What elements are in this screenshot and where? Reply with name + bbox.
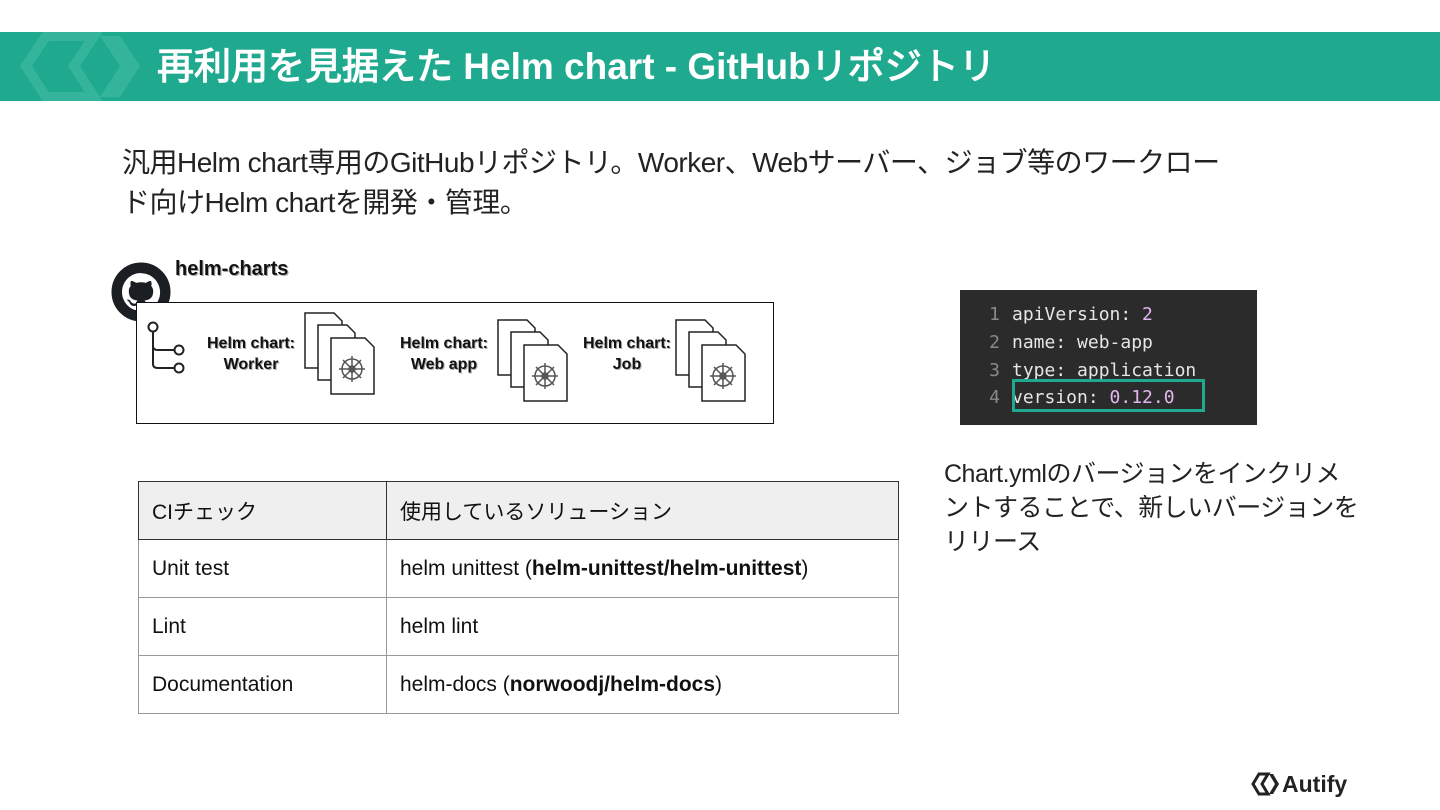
release-note: Chart.ymlのバージョンをインクリメントすることで、新しいバージョンをリリ… bbox=[944, 460, 1359, 556]
autify-logo-icon bbox=[1251, 772, 1279, 796]
branch-icon bbox=[147, 321, 185, 374]
repo-link: helm-unittest/helm-unittest bbox=[531, 556, 802, 580]
header-ci-check: CIチェック bbox=[138, 481, 387, 540]
helm-files-icon bbox=[497, 319, 568, 402]
repo-box bbox=[136, 302, 774, 424]
ci-check-cell: Documentation bbox=[138, 655, 387, 714]
ci-check-cell: Lint bbox=[138, 597, 387, 656]
intro-line-2: ド向けHelm chartを開発・管理。 bbox=[122, 187, 528, 218]
table-row: Unit test helm unittest (helm-unittest/h… bbox=[138, 539, 899, 598]
helm-files-icon bbox=[675, 319, 746, 402]
ci-table: CIチェック 使用しているソリューション Unit test helm unit… bbox=[138, 481, 899, 714]
header-solution: 使用しているソリューション bbox=[386, 481, 899, 540]
chart-label-job: Helm chart:Job bbox=[582, 335, 672, 373]
slide-title: 再利用を見据えた Helm chart - GitHubリポジトリ bbox=[157, 46, 996, 87]
version-highlight-box bbox=[1012, 379, 1205, 412]
helm-files-icon bbox=[304, 312, 375, 395]
repo-link: norwoodj/helm-docs bbox=[509, 672, 716, 696]
solution-cell: helm unittest (helm-unittest/helm-unitte… bbox=[386, 539, 899, 598]
chevron-decoration-icon bbox=[20, 32, 140, 101]
chart-label-worker: Helm chart:Worker bbox=[206, 335, 296, 373]
table-header-row: CIチェック 使用しているソリューション bbox=[138, 481, 899, 540]
solution-cell: helm-docs (norwoodj/helm-docs) bbox=[386, 655, 899, 714]
intro-text: 汎用Helm chart専用のGitHubリポジトリ。Worker、Webサーバ… bbox=[122, 143, 1322, 223]
table-row: Lint helm lint bbox=[138, 597, 899, 656]
solution-cell: helm lint bbox=[386, 597, 899, 656]
ci-check-cell: Unit test bbox=[138, 539, 387, 598]
table-row: Documentation helm-docs (norwoodj/helm-d… bbox=[138, 655, 899, 714]
intro-line-1: 汎用Helm chart専用のGitHubリポジトリ。Worker、Webサーバ… bbox=[122, 147, 1220, 178]
chart-label-web-app: Helm chart:Web app bbox=[399, 335, 489, 373]
repo-name: helm-charts bbox=[175, 258, 289, 280]
brand-name: Autify bbox=[1282, 771, 1348, 797]
title-bar: 再利用を見据えた Helm chart - GitHubリポジトリ bbox=[0, 32, 1440, 101]
